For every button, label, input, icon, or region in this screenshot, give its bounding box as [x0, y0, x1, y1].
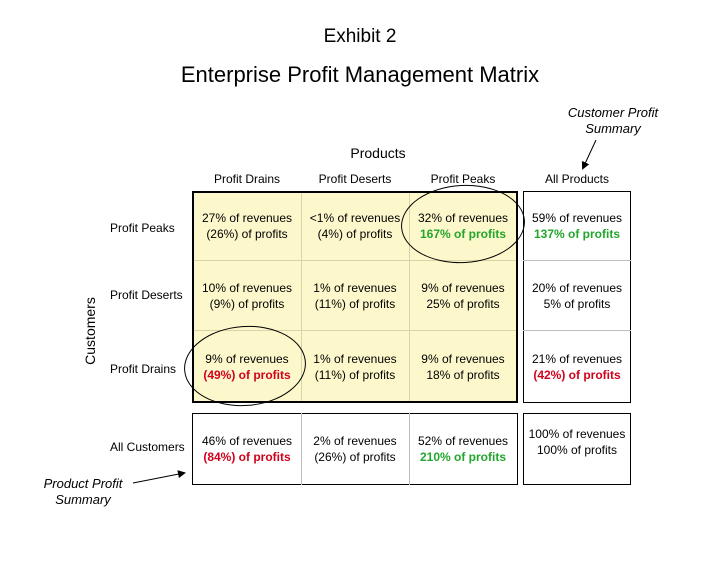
cell-revenue: 1% of revenues: [313, 280, 397, 295]
matrix-gridline: [301, 192, 302, 402]
cell-profit: (26%) of profits: [206, 227, 288, 241]
cell-revenue: 9% of revenues: [205, 351, 289, 366]
matrix-gridline: [193, 260, 517, 261]
cell-revenue: 10% of revenues: [201, 280, 293, 295]
cell-profit: 25% of profits: [426, 296, 500, 311]
cell-all-customers-deserts: 2% of revenues (26%) of profits: [301, 414, 409, 484]
row-header-profit-deserts: Profit Deserts: [110, 288, 183, 302]
cell-revenue: 27% of revenues: [201, 211, 293, 225]
all-customers-box: [192, 413, 518, 485]
cell-revenue: 52% of revenues: [417, 434, 509, 448]
customer-profit-summary-note: Customer Profit Summary: [567, 105, 659, 136]
all-products-divider: [523, 330, 631, 331]
cell-profit: (49%) of profits: [203, 367, 291, 382]
cell-revenue: 20% of revenues: [531, 280, 623, 295]
cell-revenue: 9% of revenues: [421, 280, 505, 295]
cell-revenue: 100% of revenues: [528, 427, 626, 441]
cell-profit: (11%) of profits: [314, 367, 396, 382]
cell-revenue: 9% of revenues: [421, 351, 505, 366]
matrix-border: [192, 191, 518, 403]
row-header-profit-drains: Profit Drains: [110, 362, 177, 376]
cell-revenue: 21% of revenues: [531, 351, 623, 366]
cell-drains-deserts: 1% of revenues (11%) of profits: [301, 331, 409, 402]
cell-deserts-deserts: 1% of revenues (11%) of profits: [301, 261, 409, 330]
cell-peaks-all-products: 59% of revenues 137% of profits: [523, 192, 631, 260]
cell-profit: (9%) of profits: [209, 296, 285, 311]
customers-axis-label: Customers: [82, 297, 98, 365]
cell-revenue: <1% of revenues: [309, 211, 401, 225]
cell-revenue: 1% of revenues: [313, 351, 397, 366]
cell-grand-total: 100% of revenues 100% of profits: [523, 414, 631, 470]
cell-profit: 18% of profits: [426, 367, 500, 382]
column-header-profit-drains: Profit Drains: [213, 172, 281, 186]
product-summary-arrow: [132, 470, 186, 484]
cell-profit: (11%) of profits: [314, 296, 396, 311]
matrix-gridline: [193, 330, 517, 331]
cell-profit: (42%) of profits: [533, 367, 621, 382]
cell-profit: (26%) of profits: [314, 450, 396, 464]
matrix-gridline: [409, 192, 410, 402]
column-header-all-products: All Products: [544, 172, 610, 186]
cell-revenue: 46% of revenues: [201, 434, 293, 448]
customer-summary-arrow: [581, 139, 597, 170]
cell-profit: 100% of profits: [536, 443, 618, 457]
all-products-divider: [523, 260, 631, 261]
page-title: Enterprise Profit Management Matrix: [180, 62, 540, 87]
all-customers-divider: [301, 413, 302, 485]
row-header-all-customers: All Customers: [110, 440, 185, 454]
exhibit-label: Exhibit 2: [323, 26, 397, 47]
row-header-profit-peaks: Profit Peaks: [110, 221, 175, 235]
cell-all-customers-peaks: 52% of revenues 210% of profits: [409, 414, 517, 484]
product-profit-summary-note: Product Profit Summary: [43, 476, 123, 507]
cell-revenue: 2% of revenues: [313, 434, 397, 448]
cell-revenue: 32% of revenues: [417, 211, 509, 225]
all-products-box: [523, 191, 631, 403]
cell-all-customers-drains: 46% of revenues (84%) of profits: [193, 414, 301, 484]
cell-revenue: 59% of revenues: [531, 211, 623, 225]
cell-deserts-peaks: 9% of revenues 25% of profits: [409, 261, 517, 330]
cell-drains-all-products: 21% of revenues (42%) of profits: [523, 331, 631, 402]
cell-profit: 5% of profits: [543, 296, 611, 311]
cell-profit: 210% of profits: [419, 450, 506, 464]
cell-peaks-drains: 27% of revenues (26%) of profits: [193, 192, 301, 260]
cell-profit: 167% of profits: [419, 227, 506, 241]
cell-profit: (4%) of profits: [317, 227, 393, 241]
column-header-profit-deserts: Profit Deserts: [318, 172, 392, 186]
cell-peaks-peaks: 32% of revenues 167% of profits: [409, 192, 517, 260]
cell-peaks-deserts: <1% of revenues (4%) of profits: [301, 192, 409, 260]
all-customers-divider: [409, 413, 410, 485]
column-header-profit-peaks: Profit Peaks: [430, 172, 496, 186]
cell-drains-peaks: 9% of revenues 18% of profits: [409, 331, 517, 402]
cell-deserts-all-products: 20% of revenues 5% of profits: [523, 261, 631, 330]
products-axis-label: Products: [350, 145, 406, 161]
cell-deserts-drains: 10% of revenues (9%) of profits: [193, 261, 301, 330]
grand-total-box: [523, 413, 631, 485]
matrix-fill: [193, 192, 517, 402]
cell-drains-drains: 9% of revenues (49%) of profits: [193, 331, 301, 402]
cell-profit: (84%) of profits: [203, 450, 291, 464]
cell-profit: 137% of profits: [533, 227, 620, 241]
